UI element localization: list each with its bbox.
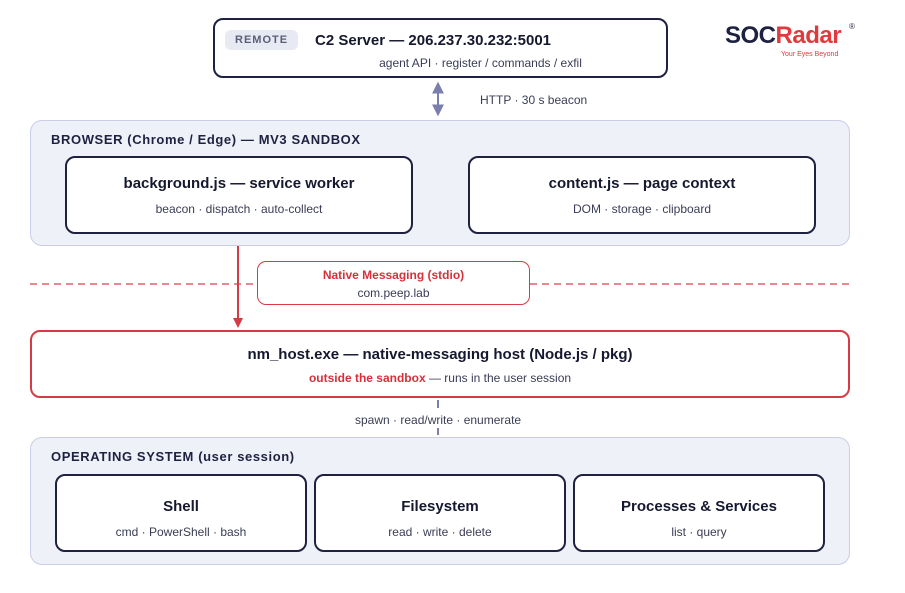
remote-badge: REMOTE xyxy=(225,30,299,50)
c2-server-title: C2 Server — 206.237.30.232:5001 xyxy=(315,32,552,49)
c2-link-label: HTTP · 30 s beacon xyxy=(480,93,588,107)
c2-server-subtitle: agent API · register / commands / exfil xyxy=(379,56,582,70)
background-js-box: background.js — service worker beacon · … xyxy=(65,156,413,234)
logo-wordmark: SOCRadar xyxy=(725,22,865,50)
native-messaging-box: Native Messaging (stdio) com.peep.lab xyxy=(257,261,530,305)
logo-tagline: Your Eyes Beyond xyxy=(781,51,839,58)
browser-zone-title: BROWSER (Chrome / Edge) — MV3 SANDBOX xyxy=(51,132,361,147)
shell-subtitle: cmd · PowerShell · bash xyxy=(115,525,247,539)
native-messaging-title: Native Messaging (stdio) xyxy=(322,268,465,282)
native-host-subtitle: outside the sandbox — runs in the user s… xyxy=(32,371,848,385)
filesystem-title: Filesystem xyxy=(401,498,479,515)
shell-title: Shell xyxy=(163,498,199,515)
background-js-subtitle: beacon · dispatch · auto-collect xyxy=(155,202,323,216)
os-zone-title: OPERATING SYSTEM (user session) xyxy=(51,449,295,464)
operating-system-zone: OPERATING SYSTEM (user session) Shell cm… xyxy=(30,437,850,565)
filesystem-box: Filesystem read · write · delete xyxy=(314,474,566,552)
native-messaging-subtitle: com.peep.lab xyxy=(357,286,430,300)
content-js-title: content.js — page context xyxy=(548,175,736,192)
processes-subtitle: list · query xyxy=(671,525,727,539)
native-host-box: nm_host.exe — native-messaging host (Nod… xyxy=(30,330,850,398)
logo-soc: SOC xyxy=(725,22,776,49)
content-js-box: content.js — page context DOM · storage … xyxy=(468,156,816,234)
background-js-title: background.js — service worker xyxy=(123,175,355,192)
c2-server-box: REMOTE C2 Server — 206.237.30.232:5001 a… xyxy=(213,18,668,78)
processes-box: Processes & Services list · query xyxy=(573,474,825,552)
processes-title: Processes & Services xyxy=(621,498,777,515)
logo-radar: Radar xyxy=(775,22,842,49)
logo-registered: ® xyxy=(849,22,855,31)
filesystem-subtitle: read · write · delete xyxy=(388,525,492,539)
outside-sandbox-warning: outside the sandbox xyxy=(308,371,426,385)
shell-box: Shell cmd · PowerShell · bash xyxy=(55,474,307,552)
socradar-logo: SOCRadar ® Your Eyes Beyond xyxy=(725,22,865,62)
content-js-subtitle: DOM · storage · clipboard xyxy=(572,202,712,216)
native-host-subtitle-rest: — runs in the user session xyxy=(425,371,572,385)
os-link-label: spawn · read/write · enumerate xyxy=(355,413,522,427)
browser-sandbox-zone: BROWSER (Chrome / Edge) — MV3 SANDBOX ba… xyxy=(30,120,850,246)
native-host-title: nm_host.exe — native-messaging host (Nod… xyxy=(247,346,633,363)
